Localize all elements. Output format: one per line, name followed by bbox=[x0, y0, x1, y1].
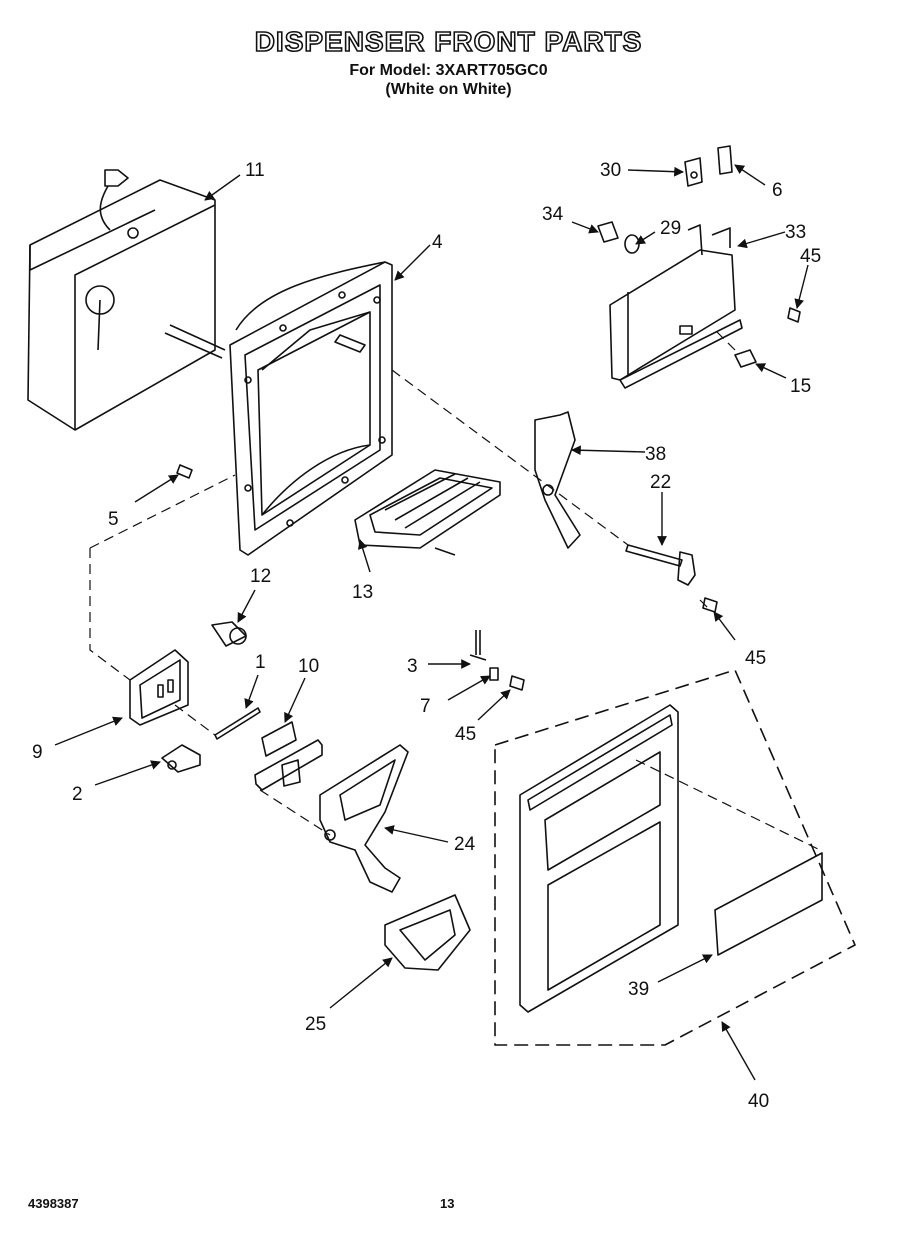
part-7-tab bbox=[489, 667, 499, 681]
part-25-funnel bbox=[384, 894, 471, 971]
model-line: For Model: 3XART705GC0 bbox=[349, 62, 548, 79]
part-24-lever bbox=[319, 744, 409, 893]
callout-11: 11 bbox=[245, 160, 265, 181]
callout-7: 7 bbox=[420, 696, 431, 717]
part-40-outline bbox=[494, 669, 856, 1046]
callout-38: 38 bbox=[645, 444, 666, 465]
callout-4: 4 bbox=[432, 232, 443, 253]
front-panel bbox=[519, 704, 679, 1013]
callout-33: 33 bbox=[785, 222, 806, 243]
part-22-rod bbox=[625, 544, 696, 586]
callout-45-c: 45 bbox=[745, 648, 766, 669]
part-9-solenoid bbox=[129, 649, 189, 726]
callout-9: 9 bbox=[32, 742, 43, 763]
callout-1: 1 bbox=[255, 652, 266, 673]
part-34-lamp bbox=[597, 221, 619, 243]
part-30-switch bbox=[684, 157, 703, 187]
callout-34: 34 bbox=[542, 204, 564, 225]
part-6-clip bbox=[717, 145, 733, 175]
part-11-cover bbox=[27, 169, 226, 431]
part-1-pin bbox=[214, 707, 261, 740]
callout-10: 10 bbox=[298, 656, 319, 677]
callout-45-b: 45 bbox=[455, 724, 476, 745]
callout-25: 25 bbox=[305, 1014, 326, 1035]
part-4-frame bbox=[229, 261, 393, 556]
callout-39: 39 bbox=[628, 979, 649, 1000]
callout-15: 15 bbox=[790, 376, 811, 397]
part-33-housing bbox=[609, 224, 743, 389]
callout-labels: 11 4 30 6 34 29 33 45 15 38 22 5 12 13 4… bbox=[32, 160, 821, 1112]
page-title: DISPENSER FRONT PARTS bbox=[254, 25, 643, 58]
callout-30: 30 bbox=[600, 160, 621, 181]
part-38-actuator bbox=[534, 411, 581, 549]
callout-5: 5 bbox=[108, 509, 119, 530]
part-3-spring bbox=[469, 630, 487, 661]
callout-3: 3 bbox=[407, 656, 418, 677]
callout-29: 29 bbox=[660, 218, 681, 239]
callout-2: 2 bbox=[72, 784, 83, 805]
callout-12: 12 bbox=[250, 566, 271, 587]
page-number: 13 bbox=[440, 1196, 455, 1211]
part-5-screw bbox=[176, 464, 193, 479]
color-line: (White on White) bbox=[385, 81, 512, 98]
callout-22: 22 bbox=[650, 472, 671, 493]
callout-13: 13 bbox=[352, 582, 373, 603]
callout-45-a: 45 bbox=[800, 246, 821, 267]
part-10-hinge bbox=[254, 721, 323, 791]
callout-40: 40 bbox=[748, 1091, 769, 1112]
part-15-switch bbox=[734, 349, 757, 368]
callout-6: 6 bbox=[772, 180, 783, 201]
callout-arrows bbox=[54, 164, 809, 1081]
part-39-label bbox=[714, 852, 823, 956]
part-45-screw-b bbox=[509, 675, 525, 691]
doc-number: 4398387 bbox=[28, 1196, 79, 1211]
part-2-bracket bbox=[161, 744, 201, 773]
part-45-screw-a bbox=[787, 307, 801, 323]
part-12-plug bbox=[211, 621, 247, 647]
part-13-tray bbox=[354, 469, 501, 556]
alignment-lines bbox=[89, 329, 821, 851]
callout-24: 24 bbox=[454, 834, 476, 855]
